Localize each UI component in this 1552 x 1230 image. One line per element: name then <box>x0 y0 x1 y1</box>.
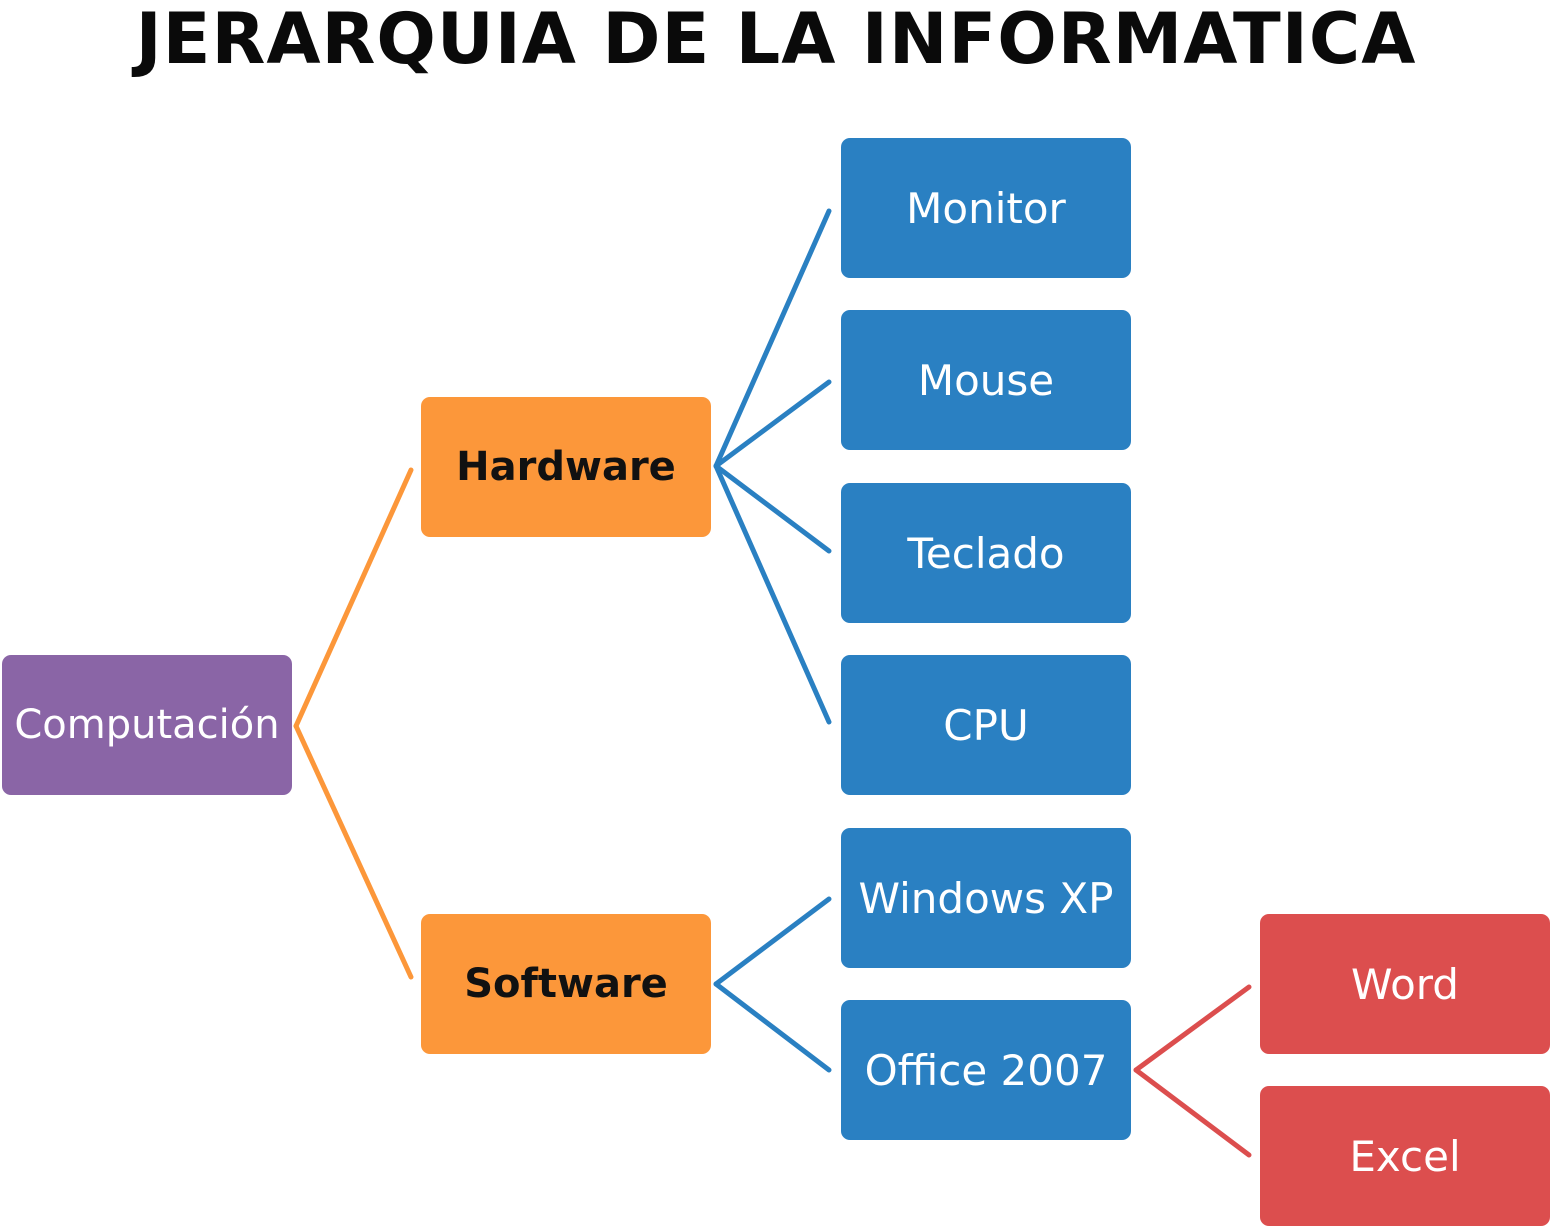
node-cpu: CPU <box>841 655 1131 795</box>
node-computacion: Computación <box>2 655 292 795</box>
connector-computacion-software <box>293 723 414 980</box>
connector-hardware-cpu <box>713 463 832 725</box>
node-windows-xp: Windows XP <box>841 828 1131 968</box>
node-software: Software <box>421 914 711 1054</box>
node-teclado: Teclado <box>841 483 1131 623</box>
connector-office-word <box>1133 984 1252 1073</box>
node-mouse: Mouse <box>841 310 1131 450</box>
connector-hardware-monitor <box>713 208 832 469</box>
connector-office-excel <box>1133 1067 1252 1158</box>
node-word: Word <box>1260 914 1550 1054</box>
node-monitor: Monitor <box>841 138 1131 278</box>
node-excel: Excel <box>1260 1086 1550 1226</box>
connector-software-windows <box>713 896 832 987</box>
node-hardware: Hardware <box>421 397 711 537</box>
connector-software-office <box>713 981 832 1073</box>
connector-hardware-teclado <box>713 463 832 554</box>
node-office-2007: Office 2007 <box>841 1000 1131 1140</box>
diagram-title: JERARQUIA DE LA INFORMATICA <box>135 0 1417 80</box>
connector-hardware-mouse <box>713 379 832 469</box>
connector-computacion-hardware <box>293 467 414 729</box>
